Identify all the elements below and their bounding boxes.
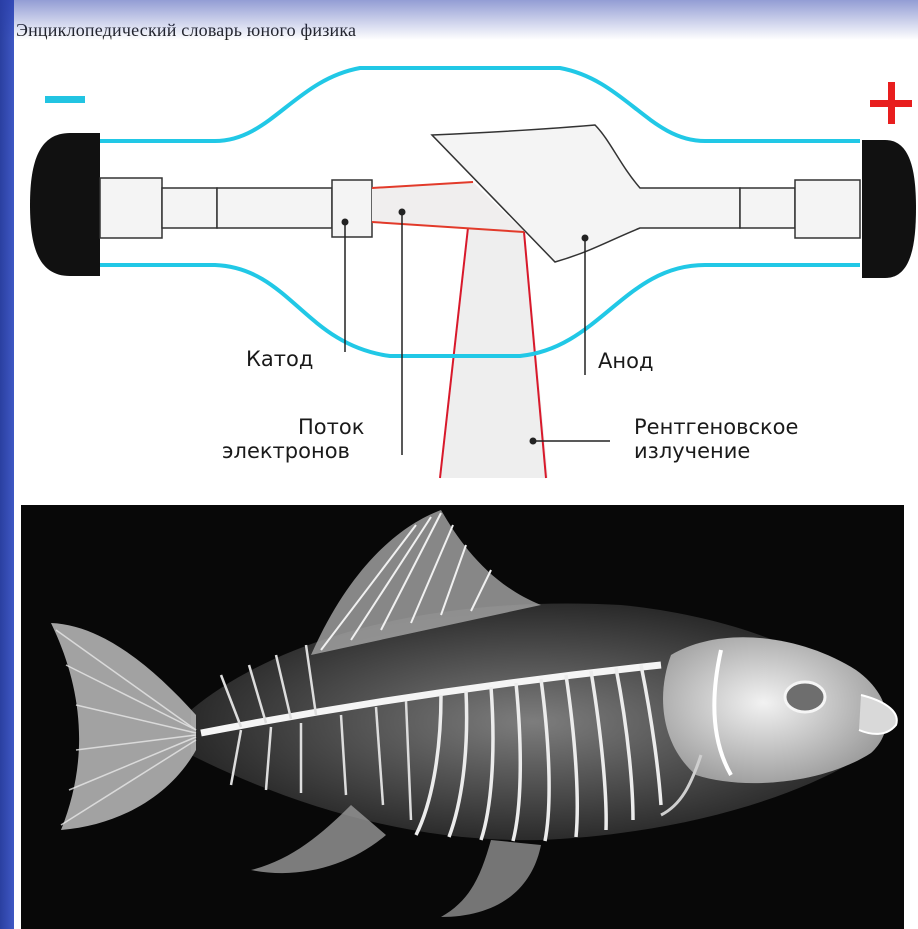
- cathode-label: Катод: [246, 348, 313, 370]
- cathode-base: [100, 178, 162, 238]
- anode-label: Анод: [598, 350, 653, 372]
- electron-flow-label-line1: Поток: [298, 416, 364, 438]
- electron-flow-label-line2: электронов: [222, 440, 350, 462]
- electron-flow-leader-dot: [399, 209, 406, 216]
- anode-leader-dot: [582, 235, 589, 242]
- xray-leader-dot: [530, 438, 537, 445]
- fish-pelvic-fin: [441, 840, 541, 917]
- fish-tail-fin: [51, 623, 196, 830]
- tube-outline-top: [100, 68, 860, 141]
- positive-sign-vertical: [888, 82, 895, 124]
- fish-xray-photo: [21, 505, 904, 929]
- cathode-rod-1: [162, 188, 217, 228]
- cathode-leader-dot: [342, 219, 349, 226]
- xray-label-line2: излучение: [634, 440, 750, 462]
- xray-label-line1: Рентгеновское: [634, 416, 798, 438]
- anode-cap: [862, 140, 916, 278]
- fish-head: [663, 637, 887, 783]
- fish-eye-socket: [785, 682, 825, 712]
- cathode-head: [332, 180, 372, 237]
- negative-sign: [45, 96, 85, 103]
- anode-rod: [740, 188, 795, 228]
- fish-skeleton-image: [21, 505, 904, 929]
- anode-base: [795, 180, 860, 238]
- cathode-cap: [30, 133, 100, 276]
- fish-jaw: [859, 695, 897, 734]
- cathode-rod-2: [217, 188, 332, 228]
